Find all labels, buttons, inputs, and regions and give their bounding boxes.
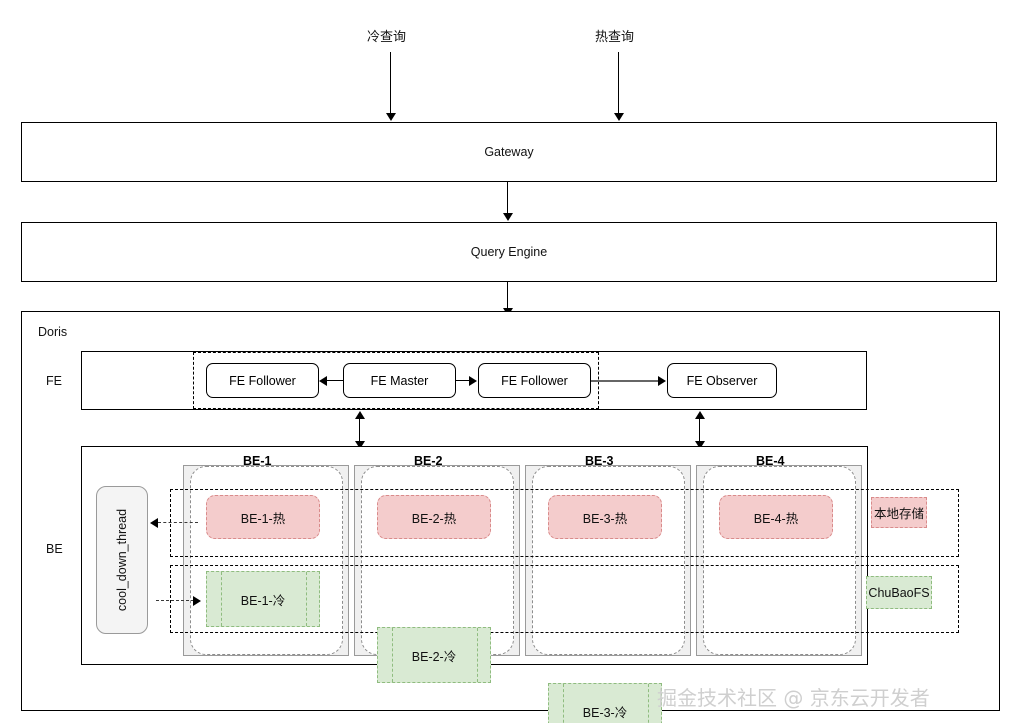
gateway-label: Gateway (484, 145, 534, 159)
be-3-cold-block[interactable]: BE-3-冷 (548, 683, 662, 723)
chubaofs-tier-band (170, 565, 959, 633)
be-4-title: BE-4 (756, 454, 785, 468)
fe-row-label: FE (46, 374, 62, 388)
be-3-cold-seam-1 (563, 684, 564, 723)
master-to-left-follower-line (327, 380, 343, 382)
cooldown-to-cold-line (156, 600, 194, 601)
master-to-right-follower-arrowhead (469, 375, 477, 386)
be-2-cold-seam-2 (477, 628, 478, 682)
cold-query-label: 冷查询 (367, 29, 407, 44)
be-2-hot-label: BE-2-热 (411, 511, 457, 526)
be-2-cold-seam-1 (392, 628, 393, 682)
be-3-hot-label: BE-3-热 (582, 511, 628, 526)
hot-to-cooldown-line (158, 522, 198, 523)
local-storage-tier-band (170, 489, 959, 557)
fe-be-link-left-arrow-down (354, 441, 365, 449)
be-4-hot-label: BE-4-热 (753, 511, 799, 526)
gateway-to-query-engine-arrowhead (502, 213, 513, 221)
fe-follower-right-node[interactable]: FE Follower (478, 363, 591, 398)
query-engine-to-doris-line (507, 282, 509, 311)
fe-be-link-right-arrow-up (694, 411, 705, 419)
master-to-left-follower-arrowhead (319, 375, 327, 386)
be-row-label: BE (46, 542, 63, 556)
query-engine-label: Query Engine (470, 245, 548, 259)
fe-be-link-right-arrow-down (694, 441, 705, 449)
hot-to-cooldown-arrowhead (150, 517, 158, 528)
be-1-cold-seam-1 (221, 572, 222, 626)
master-to-right-follower-line (456, 380, 470, 382)
chubaofs-legend-label: ChuBaoFS (868, 585, 930, 600)
be-3-cold-label: BE-3-冷 (582, 705, 628, 720)
be-1-hot-block[interactable]: BE-1-热 (206, 495, 320, 539)
local-storage-legend: 本地存储 (871, 497, 927, 528)
gateway-to-query-engine-line (507, 182, 509, 214)
fe-be-link-left-line (359, 418, 361, 442)
fe-follower-left-label: FE Follower (229, 373, 296, 388)
be-3-cold-seam-2 (648, 684, 649, 723)
cold-query-line (390, 52, 392, 114)
follower-to-observer-arrowhead (658, 375, 666, 386)
hot-query-line (618, 52, 620, 114)
fe-follower-right-label: FE Follower (501, 373, 568, 388)
cool-down-thread-box[interactable]: cool_down_thread (96, 486, 148, 634)
follower-to-observer-line (591, 380, 659, 382)
fe-be-link-right-line (699, 418, 701, 442)
hot-query-label: 热查询 (595, 29, 635, 44)
be-2-cold-label: BE-2-冷 (411, 649, 457, 664)
query-engine-box[interactable]: Query Engine (21, 222, 997, 282)
fe-be-link-left-arrow-up (354, 411, 365, 419)
be-1-cold-label: BE-1-冷 (240, 593, 286, 608)
fe-observer-label: FE Observer (686, 373, 758, 388)
be-1-cold-block[interactable]: BE-1-冷 (206, 571, 320, 627)
be-2-title: BE-2 (414, 454, 443, 468)
be-2-hot-block[interactable]: BE-2-热 (377, 495, 491, 539)
be-3-title: BE-3 (585, 454, 614, 468)
be-2-cold-block[interactable]: BE-2-冷 (377, 627, 491, 683)
doris-label: Doris (38, 325, 68, 339)
cooldown-to-cold-arrowhead (193, 595, 201, 606)
fe-observer-node[interactable]: FE Observer (667, 363, 777, 398)
hot-query-arrowhead (613, 113, 624, 121)
be-1-cold-seam-2 (306, 572, 307, 626)
watermark: 掘金技术社区 @ 京东云开发者 (657, 686, 930, 710)
gateway-box[interactable]: Gateway (21, 122, 997, 182)
fe-master-label: FE Master (370, 373, 429, 388)
be-1-title: BE-1 (243, 454, 272, 468)
chubaofs-legend: ChuBaoFS (866, 576, 932, 609)
be-3-hot-block[interactable]: BE-3-热 (548, 495, 662, 539)
be-1-hot-label: BE-1-热 (240, 511, 286, 526)
cold-query-arrowhead (385, 113, 396, 121)
local-storage-legend-label: 本地存储 (873, 507, 924, 521)
be-4-hot-block[interactable]: BE-4-热 (719, 495, 833, 539)
fe-follower-left-node[interactable]: FE Follower (206, 363, 319, 398)
fe-master-node[interactable]: FE Master (343, 363, 456, 398)
cool-down-thread-label: cool_down_thread (115, 508, 130, 612)
